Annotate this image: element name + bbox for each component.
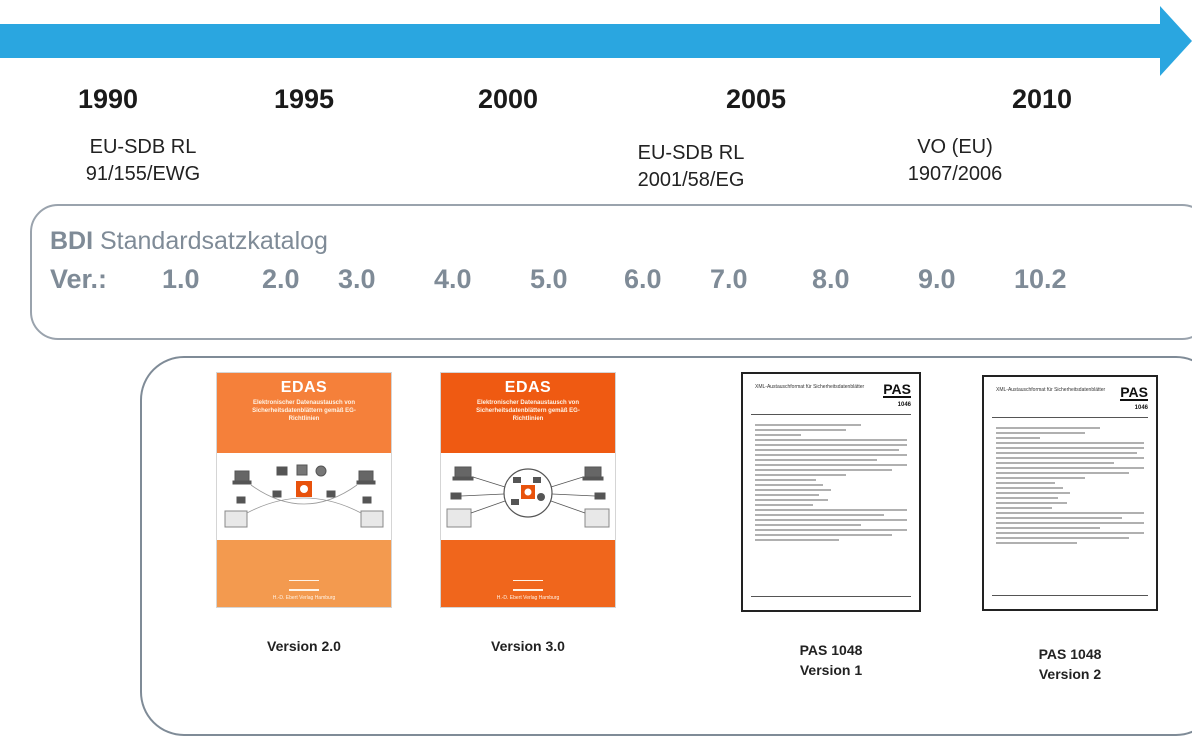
divider <box>751 414 911 415</box>
year-label: 2010 <box>1012 84 1073 114</box>
document-caption: Version 3.0 <box>441 636 615 656</box>
caption-line: Version 2 <box>1038 666 1102 682</box>
cover-title: EDAS <box>280 379 328 396</box>
pas-number: 1046 <box>1134 405 1148 411</box>
year-label: 2005 <box>726 84 787 114</box>
catalog-version: 1.0 <box>162 264 200 294</box>
catalog-box <box>30 204 1192 340</box>
catalog-version: 3.0 <box>338 264 376 294</box>
regulation-line: 91/155/EWG <box>85 163 201 185</box>
pas-logo: PAS <box>1120 384 1148 401</box>
catalog-version: 10.2 <box>1014 264 1067 294</box>
caption-line: Version 1 <box>799 662 863 678</box>
catalog-title-bold: BDI <box>50 227 94 255</box>
divider <box>992 417 1148 418</box>
catalog-version: 6.0 <box>624 264 662 294</box>
cover-publisher: H.-D. Ebert Verlag Hamburg <box>496 595 560 601</box>
pas-heading: XML-Austauschformat für Sicherheitsdaten… <box>996 387 1106 393</box>
document-caption: PAS 1048 Version 2 <box>982 644 1158 684</box>
edas-cover-v2: EDAS Elektronischer Datenaustausch von S… <box>217 373 391 607</box>
catalog-title-rest: Standardsatzkatalog <box>93 227 328 255</box>
pas-document-v1: XML-Austauschformat für Sicherheitsdaten… <box>741 372 921 612</box>
year-label: 2000 <box>478 84 539 114</box>
regulation-line: VO (EU) <box>917 136 993 158</box>
catalog-version: 4.0 <box>434 264 472 294</box>
regulation-label: EU-SDB RL 2001/58/EG <box>616 140 766 194</box>
divider <box>992 595 1148 596</box>
catalog-version: 5.0 <box>530 264 568 294</box>
caption-line: PAS 1048 <box>1038 646 1102 662</box>
regulation-line: EU-SDB RL <box>637 142 745 164</box>
cover-publisher: H.-D. Ebert Verlag Hamburg <box>272 595 336 601</box>
publisher-logo-icon <box>513 580 543 591</box>
cover-top-band <box>217 373 391 453</box>
catalog-version: 8.0 <box>812 264 850 294</box>
version-label: Ver.: <box>50 264 108 294</box>
network-illustration <box>446 466 610 528</box>
caption-line: Version 2.0 <box>267 638 341 654</box>
regulation-label: VO (EU) 1907/2006 <box>880 134 1030 188</box>
regulation-line: EU-SDB RL <box>89 136 197 158</box>
timeline-arrow <box>0 6 1192 76</box>
text-lines <box>996 427 1144 547</box>
catalog-version: 2.0 <box>262 264 300 294</box>
edas-cover-v3: EDAS Elektronischer Datenaustausch von S… <box>441 373 615 607</box>
cover-subtitle: Elektronischer Datenaustausch von Sicher… <box>476 400 580 422</box>
cover-title: EDAS <box>504 379 552 396</box>
publisher-logo-icon <box>289 580 319 591</box>
regulation-line: 2001/58/EG <box>637 169 745 191</box>
pas-document-v2: XML-Austauschformat für Sicherheitsdaten… <box>982 375 1158 611</box>
text-lines <box>755 424 907 544</box>
pas-logo: PAS <box>883 381 911 398</box>
cover-bottom-band <box>441 540 615 607</box>
divider <box>751 596 911 597</box>
document-caption: Version 2.0 <box>217 636 391 656</box>
year-label: 1995 <box>274 84 335 114</box>
caption-line: PAS 1048 <box>799 642 863 658</box>
network-illustration <box>224 464 384 528</box>
regulation-label: EU-SDB RL 91/155/EWG <box>68 134 218 188</box>
catalog-version: 7.0 <box>710 264 748 294</box>
cover-subtitle: Elektronischer Datenaustausch von Sicher… <box>252 400 356 422</box>
catalog-version: 9.0 <box>918 264 956 294</box>
catalog-title: BDI Standardsatzkatalog <box>50 227 328 256</box>
regulation-line: 1907/2006 <box>907 163 1003 185</box>
cover-bottom-band <box>217 540 391 607</box>
document-caption: PAS 1048 Version 1 <box>741 640 921 680</box>
pas-heading: XML-Austauschformat für Sicherheitsdaten… <box>755 384 865 390</box>
pas-number: 1046 <box>897 402 911 408</box>
cover-top-band <box>441 373 615 453</box>
caption-line: Version 3.0 <box>491 638 565 654</box>
year-label: 1990 <box>78 84 139 114</box>
